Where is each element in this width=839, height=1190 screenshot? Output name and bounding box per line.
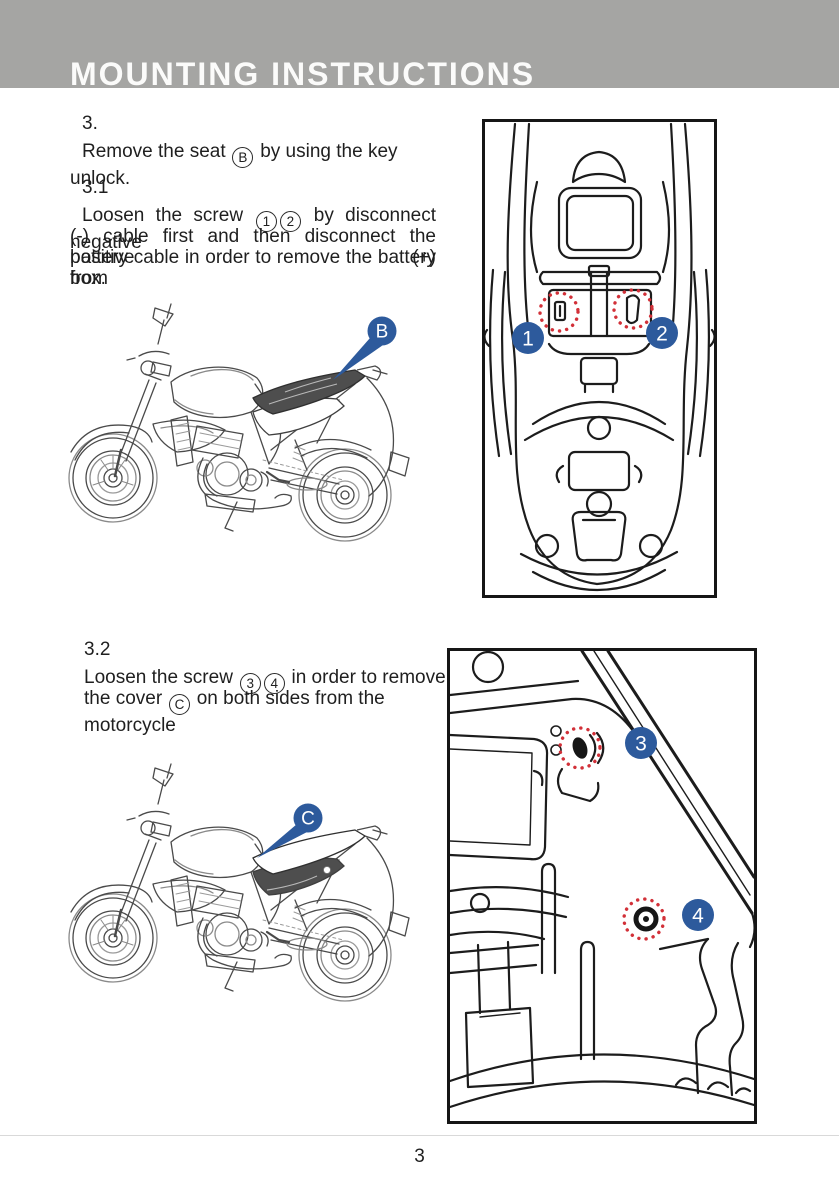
callout-pointer (333, 338, 383, 380)
screw-3-dotted-circle (558, 726, 602, 770)
motorcycle-lineart (68, 303, 410, 542)
text-line: Remove the seat B by using the key unloc… (70, 141, 398, 189)
callout-2-badge: 2 (646, 317, 678, 349)
frame-closeup-lineart (450, 651, 754, 1109)
step-3-text: 3. Remove the seat B by using the key un… (70, 113, 436, 189)
header-bar (0, 0, 839, 88)
circled-char-1: 1 (255, 210, 277, 232)
step-number: 3.2 (84, 639, 111, 660)
text-line: the cover C on both sides from the motor… (84, 688, 385, 736)
rear-top-view-lineart (485, 122, 714, 592)
page-title: MOUNTING INSTRUCTIONS (70, 56, 536, 92)
motorcycle-lineart (68, 763, 410, 1002)
screw-2-dotted-circle (612, 288, 654, 330)
footer-divider (0, 1135, 839, 1136)
tail-piece (356, 825, 382, 841)
figure-frame-closeup: 3 4 (447, 648, 757, 1124)
step-body: Remove the seat B by using the key unloc… (70, 141, 436, 189)
text-line: (-) cable first and then disconnect the … (70, 226, 436, 268)
step-number: 3.1 (82, 177, 109, 198)
text-line: battery cable in order to remove the bat… (70, 247, 436, 289)
callout-pointer (257, 824, 309, 858)
step-number: 3. (82, 113, 98, 134)
circled-char-B: B (232, 146, 254, 168)
circled-char-C: C (168, 693, 190, 715)
seat-shape (252, 829, 367, 875)
screw-4-center (643, 916, 649, 922)
screw-3-head (572, 737, 588, 759)
figure-motorcycle-seat-B: B (55, 300, 445, 558)
svg-text:C: C (301, 809, 315, 830)
callout-C-badge: C (293, 803, 323, 833)
text-line: box. (70, 268, 106, 289)
circled-char-2: 2 (279, 210, 301, 232)
tail-piece (356, 365, 382, 381)
callout-B-badge: B (367, 316, 397, 346)
svg-text:4: 4 (692, 905, 704, 928)
circled-char-4: 4 (263, 672, 285, 694)
screw-4-head (633, 906, 659, 932)
circled-char-3: 3 (239, 672, 261, 694)
svg-text:3: 3 (635, 733, 647, 756)
callout-4-badge: 4 (682, 899, 714, 931)
screw-4-dotted-circle (622, 897, 666, 941)
figure-motorcycle-cover-C: C (55, 760, 445, 1018)
callout-3-badge: 3 (625, 727, 657, 759)
svg-text:1: 1 (522, 328, 534, 351)
svg-text:B: B (376, 322, 389, 343)
figure-rear-top-view: 1 2 (482, 119, 717, 598)
svg-text:2: 2 (656, 323, 668, 346)
page-number: 3 (414, 1146, 425, 1167)
screw-1-dotted-circle (538, 291, 580, 333)
callout-1-badge: 1 (512, 322, 544, 354)
